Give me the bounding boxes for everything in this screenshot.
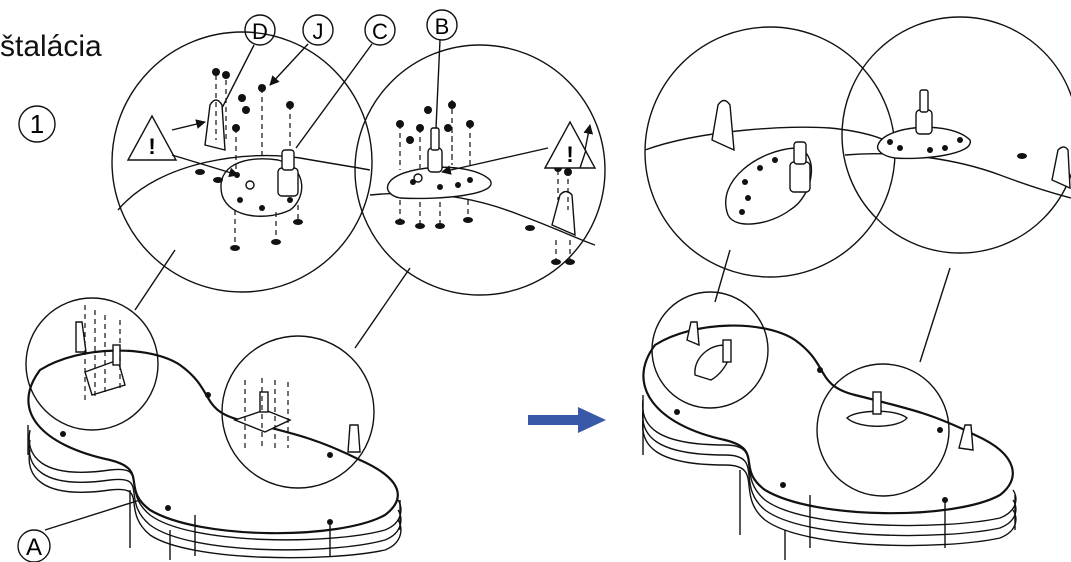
step-marker: 1 bbox=[18, 105, 56, 143]
warning-symbol-2: ! bbox=[566, 142, 573, 167]
base-panel-before: A bbox=[17, 297, 402, 562]
callout-d: D bbox=[252, 19, 268, 44]
callout-b: B bbox=[435, 14, 450, 39]
detail-circle-small-left bbox=[25, 297, 159, 431]
detail-view-right: ! bbox=[354, 44, 606, 296]
callouts-top: D J C B bbox=[221, 9, 458, 149]
warning-icon: ! bbox=[126, 114, 178, 161]
warning-icon: ! bbox=[543, 120, 597, 169]
base-panel-after bbox=[641, 291, 1017, 560]
detail-circle-small-right bbox=[221, 335, 375, 489]
callout-c: C bbox=[372, 19, 388, 44]
arrow-right-icon bbox=[528, 407, 606, 433]
detail-view-after-left bbox=[644, 26, 896, 278]
detail-view-after-right bbox=[841, 16, 1071, 254]
warning-symbol: ! bbox=[148, 134, 155, 159]
callout-j: J bbox=[313, 19, 324, 44]
page-title: štalácia bbox=[0, 30, 102, 63]
callout-a: A bbox=[26, 534, 42, 561]
detail-view-left: ! bbox=[111, 31, 373, 293]
step-number: 1 bbox=[30, 109, 44, 139]
